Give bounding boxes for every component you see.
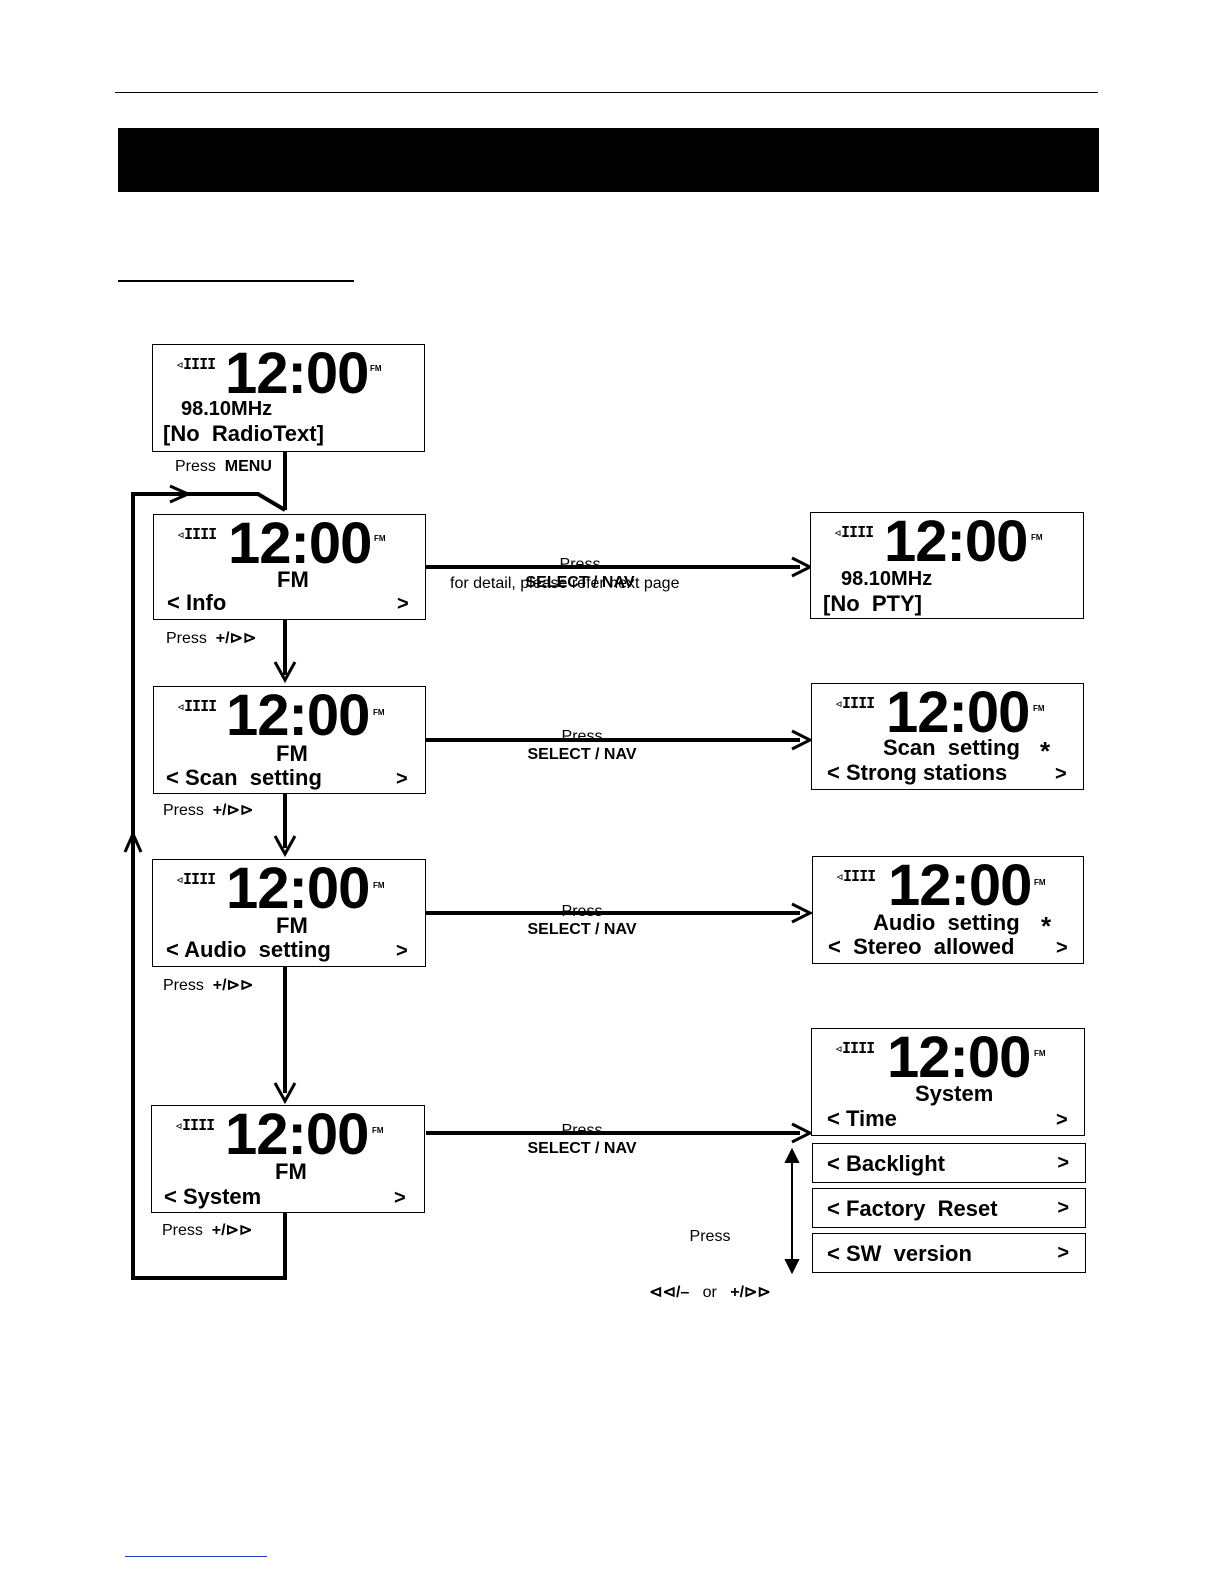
screen-title: System bbox=[915, 1081, 994, 1106]
title-bar bbox=[118, 128, 1099, 192]
speaker-icon: ◃IIII bbox=[174, 1116, 215, 1134]
speaker-icon: ◃IIII bbox=[175, 870, 216, 888]
option-label: < SW version bbox=[827, 1241, 972, 1266]
arrowhead-down-2 bbox=[273, 835, 297, 858]
clock: 12:00 bbox=[884, 509, 1028, 574]
speaker-icon: ◃IIII bbox=[834, 694, 875, 712]
footer-link-underline bbox=[125, 1556, 267, 1557]
option-label: < Factory Reset bbox=[827, 1196, 998, 1221]
band-indicator: FM bbox=[370, 364, 382, 373]
speaker-icon: ◃IIII bbox=[833, 523, 874, 541]
clock: 12:00 bbox=[226, 683, 370, 748]
arrowhead-right-4 bbox=[791, 1122, 814, 1144]
next-arrow: > bbox=[1057, 1152, 1069, 1174]
arrowhead-down-scroll bbox=[784, 1259, 800, 1275]
arrowhead-up-loop bbox=[123, 830, 143, 853]
menu-item: < Scan setting bbox=[166, 765, 322, 790]
menu-item: < Info bbox=[167, 590, 227, 615]
clock: 12:00 bbox=[228, 511, 372, 576]
clock: 12:00 bbox=[886, 680, 1030, 745]
speaker-icon: ◃IIII bbox=[835, 867, 876, 885]
system-option-backlight: < Backlight > bbox=[812, 1143, 1086, 1183]
option-label: < Backlight bbox=[827, 1151, 945, 1176]
next-arrow: > bbox=[394, 1187, 406, 1209]
arrowhead-down-1 bbox=[273, 661, 297, 684]
band-indicator: FM bbox=[373, 881, 385, 890]
frequency: 98.10MHz bbox=[841, 568, 933, 590]
clock: 12:00 bbox=[226, 856, 370, 921]
screen-title: FM bbox=[276, 741, 308, 766]
band-indicator: FM bbox=[372, 1126, 384, 1135]
lcd-system: ◃IIII 12:00 FM FM < System > bbox=[151, 1102, 425, 1213]
arrowhead-up-scroll bbox=[784, 1147, 800, 1163]
selected-star: * bbox=[1040, 736, 1051, 766]
clock: 12:00 bbox=[225, 341, 369, 406]
next-arrow: > bbox=[396, 768, 408, 790]
caption-scroll: Press ⊲⊲/– or +/⊳⊳ bbox=[649, 1228, 771, 1301]
top-rule bbox=[115, 92, 1098, 93]
clock: 12:00 bbox=[888, 853, 1032, 918]
lcd-info-detail: ◃IIII 12:00 FM 98.10MHz [No PTY] bbox=[810, 509, 1084, 619]
frequency: 98.10MHz bbox=[181, 398, 273, 420]
system-option-sw-version: < SW version > bbox=[812, 1233, 1086, 1273]
option-value: < Strong stations bbox=[827, 760, 1008, 785]
next-arrow: > bbox=[1056, 1109, 1068, 1131]
option-value: < Time bbox=[827, 1106, 897, 1131]
connector-loop bbox=[131, 492, 287, 1280]
press-next-label-2: Press +/⊳⊳ bbox=[163, 802, 254, 819]
band-indicator: FM bbox=[374, 534, 386, 543]
menu-item: < System bbox=[164, 1184, 262, 1209]
speaker-icon: ◃IIII bbox=[176, 525, 217, 543]
press-menu-label: Press MENU bbox=[175, 458, 272, 475]
screen-title: Scan setting bbox=[883, 735, 1020, 760]
subheading-underline bbox=[118, 280, 354, 282]
option-value: < Stereo allowed bbox=[828, 934, 1015, 959]
speaker-icon: ◃IIII bbox=[834, 1039, 875, 1057]
lcd-home: ◃IIII 12:00 FM 98.10MHz [No RadioText] bbox=[152, 341, 425, 452]
screen-title: Audio setting bbox=[873, 910, 1020, 935]
lcd-scan-detail: ◃IIII 12:00 FM Scan setting * < Strong s… bbox=[811, 680, 1084, 790]
band-indicator: FM bbox=[373, 708, 385, 717]
system-option-factory-reset: < Factory Reset > bbox=[812, 1188, 1086, 1228]
radio-text: [No RadioText] bbox=[163, 421, 324, 446]
lcd-scan: ◃IIII 12:00 FM FM < Scan setting > bbox=[153, 683, 426, 794]
clock: 12:00 bbox=[887, 1025, 1031, 1090]
detail-note: for detail, please refer next page bbox=[450, 575, 680, 592]
press-next-label-3: Press +/⊳⊳ bbox=[163, 977, 254, 994]
next-arrow: > bbox=[1055, 763, 1067, 785]
lcd-audio: ◃IIII 12:00 FM FM < Audio setting > bbox=[152, 856, 426, 967]
screen-title: FM bbox=[275, 1159, 307, 1184]
screen-title: FM bbox=[277, 567, 309, 592]
press-next-label-1: Press +/⊳⊳ bbox=[166, 630, 257, 647]
lcd-system-detail: ◃IIII 12:00 FM System < Time > bbox=[811, 1025, 1085, 1136]
selected-star: * bbox=[1041, 911, 1052, 941]
next-arrow: > bbox=[397, 593, 409, 615]
menu-item: < Audio setting bbox=[166, 937, 331, 962]
band-indicator: FM bbox=[1034, 878, 1046, 887]
arrowhead-right-3 bbox=[791, 902, 814, 924]
clock: 12:00 bbox=[225, 1102, 369, 1167]
lcd-audio-detail: ◃IIII 12:00 FM Audio setting * < Stereo … bbox=[812, 853, 1084, 964]
arrowhead-right-loop bbox=[169, 484, 192, 504]
speaker-icon: ◃IIII bbox=[176, 697, 217, 715]
next-arrow: > bbox=[1056, 937, 1068, 959]
next-arrow: > bbox=[396, 940, 408, 962]
band-indicator: FM bbox=[1033, 704, 1045, 713]
next-arrow: > bbox=[1057, 1242, 1069, 1264]
arrowhead-down-3 bbox=[273, 1082, 297, 1105]
screen-title: FM bbox=[276, 913, 308, 938]
press-next-label-4: Press +/⊳⊳ bbox=[162, 1222, 253, 1239]
next-arrow: > bbox=[1057, 1197, 1069, 1219]
arrowhead-right-2 bbox=[791, 729, 814, 751]
pty-text: [No PTY] bbox=[823, 591, 922, 616]
band-indicator: FM bbox=[1031, 533, 1043, 542]
lcd-info: ◃IIII 12:00 FM FM < Info > bbox=[153, 511, 426, 620]
speaker-icon: ◃IIII bbox=[175, 355, 216, 373]
band-indicator: FM bbox=[1034, 1049, 1046, 1058]
